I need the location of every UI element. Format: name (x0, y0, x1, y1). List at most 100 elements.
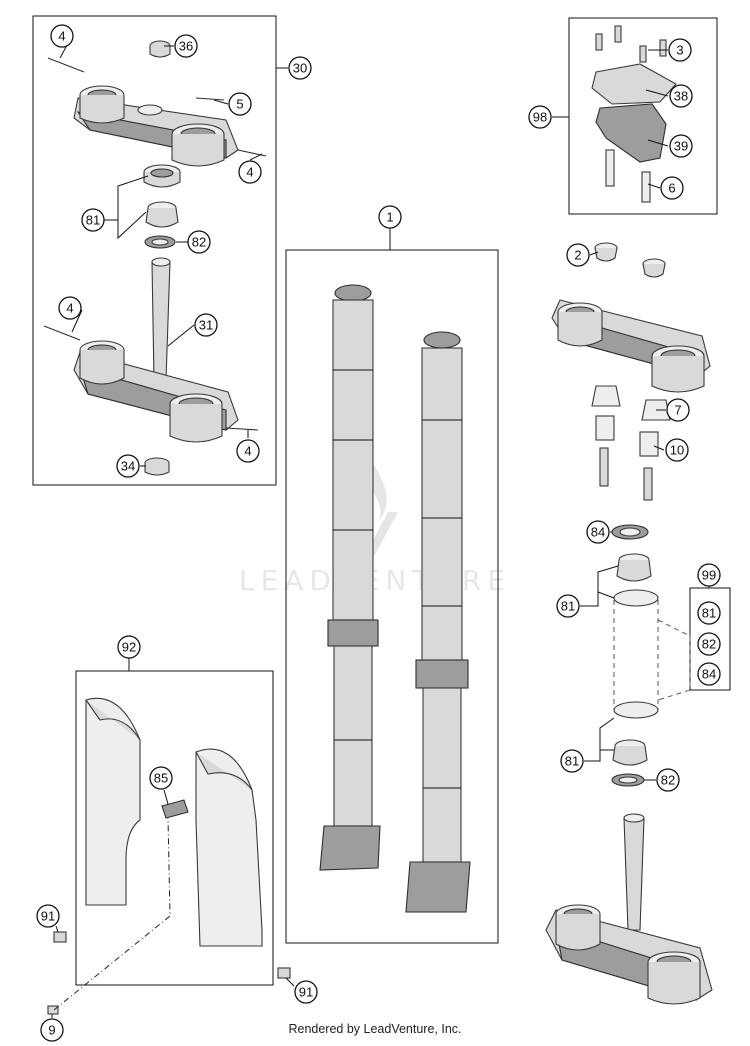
handlebar-clamp-kit-parts (591, 25, 677, 203)
callout-99: 99 (697, 563, 721, 587)
callout-82-upper: 82 (187, 230, 211, 254)
svg-text:99: 99 (702, 568, 716, 583)
callout-2: 2 (566, 243, 590, 267)
callout-1: 1 (378, 205, 402, 229)
callout-4-lower-right: 4 (236, 439, 260, 463)
svg-text:81: 81 (86, 213, 100, 228)
seal-ring (143, 164, 181, 188)
callout-81-kit: 81 (697, 601, 721, 625)
callout-81-right-lower: 81 (560, 749, 584, 773)
svg-text:81: 81 (561, 599, 575, 614)
frame-handlebar-clamp-kit (568, 17, 718, 215)
dust-washer-82 (611, 773, 645, 787)
right-fork-leg (405, 331, 471, 913)
watermark-text: LEADVENTURE (239, 564, 511, 597)
svg-text:82: 82 (192, 235, 206, 250)
svg-text:30: 30 (293, 61, 307, 76)
right-fork-protector (195, 748, 263, 947)
lower-triple-clamp-with-stem (73, 257, 239, 443)
svg-text:91: 91 (299, 985, 313, 1000)
svg-text:38: 38 (674, 89, 688, 104)
callout-38: 38 (669, 84, 693, 108)
svg-text:10: 10 (670, 443, 684, 458)
callout-9: 9 (40, 1018, 64, 1042)
svg-text:39: 39 (674, 139, 688, 154)
taper-bearing (145, 201, 179, 228)
svg-text:91: 91 (41, 909, 55, 924)
callout-30: 30 (288, 56, 312, 80)
left-fork-protector (85, 697, 141, 906)
dust-washer (144, 235, 176, 249)
leadventure-watermark: LEADVENTURE (239, 462, 511, 597)
svg-text:31: 31 (199, 318, 213, 333)
svg-text:4: 4 (244, 444, 251, 459)
svg-text:84: 84 (702, 667, 716, 682)
svg-text:9: 9 (48, 1023, 55, 1038)
head-tube-ghost (613, 589, 691, 719)
callout-4-upper-right: 4 (238, 160, 262, 184)
svg-text:1: 1 (386, 210, 393, 225)
callout-82-kit: 82 (697, 632, 721, 656)
callout-98: 98 (528, 105, 552, 129)
bearing-81-upper (616, 553, 652, 582)
callout-85: 85 (149, 766, 173, 790)
svg-text:2: 2 (574, 248, 581, 263)
cap-2 (594, 242, 666, 278)
callout-84-seal: 84 (586, 520, 610, 544)
dust-seal-84 (611, 524, 649, 540)
upper-triple-clamp-alt (551, 299, 711, 393)
left-fork-leg (319, 284, 381, 871)
callout-81-right-upper: 81 (556, 594, 580, 618)
rendered-by-footer: Rendered by LeadVenture, Inc. (288, 1022, 462, 1036)
lower-triple-clamp-alt (545, 813, 713, 1005)
bearing-81-lower (612, 739, 648, 766)
callout-91-right: 91 (294, 980, 318, 1004)
callout-39: 39 (669, 134, 693, 158)
callout-10: 10 (665, 438, 689, 462)
frame-triple-clamp-assembly (32, 15, 277, 486)
callout-81-upper: 81 (81, 208, 105, 232)
svg-text:85: 85 (154, 771, 168, 786)
frame-fork-protectors (75, 670, 274, 986)
callout-4-lower-left: 4 (58, 296, 82, 320)
svg-text:34: 34 (121, 459, 135, 474)
svg-text:7: 7 (674, 403, 681, 418)
callout-36: 36 (174, 34, 198, 58)
rubber-bushings (591, 385, 671, 501)
callout-92: 92 (117, 635, 141, 659)
callout-7: 7 (666, 398, 690, 422)
svg-text:81: 81 (702, 606, 716, 621)
callout-4-upper-left: 4 (50, 24, 74, 48)
callout-31: 31 (194, 313, 218, 337)
svg-text:3: 3 (676, 43, 683, 58)
svg-text:81: 81 (565, 754, 579, 769)
svg-text:82: 82 (661, 773, 675, 788)
protector-screws (47, 931, 291, 1015)
brake-line-clip (161, 799, 189, 819)
leader-lines (51, 35, 710, 1018)
svg-text:5: 5 (236, 97, 243, 112)
lower-clamp-bolts (43, 325, 259, 431)
callout-3: 3 (668, 38, 692, 62)
svg-text:6: 6 (668, 181, 675, 196)
callout-84-kit: 84 (697, 662, 721, 686)
svg-text:36: 36 (179, 39, 193, 54)
svg-text:84: 84 (591, 525, 605, 540)
svg-text:82: 82 (702, 637, 716, 652)
callout-91-left: 91 (36, 904, 60, 928)
upper-clamp-bolts (47, 57, 267, 157)
upper-triple-clamp (73, 85, 239, 167)
callout-82-right: 82 (656, 768, 680, 792)
svg-text:4: 4 (66, 301, 73, 316)
svg-text:4: 4 (246, 165, 253, 180)
frame-fork-legs (285, 249, 499, 944)
callout-34: 34 (116, 454, 140, 478)
bottom-nut (144, 457, 170, 476)
svg-text:98: 98 (533, 110, 547, 125)
top-nut (149, 40, 171, 58)
svg-text:92: 92 (122, 640, 136, 655)
callout-6: 6 (660, 176, 684, 200)
callout-5: 5 (228, 92, 252, 116)
svg-text:4: 4 (58, 29, 65, 44)
